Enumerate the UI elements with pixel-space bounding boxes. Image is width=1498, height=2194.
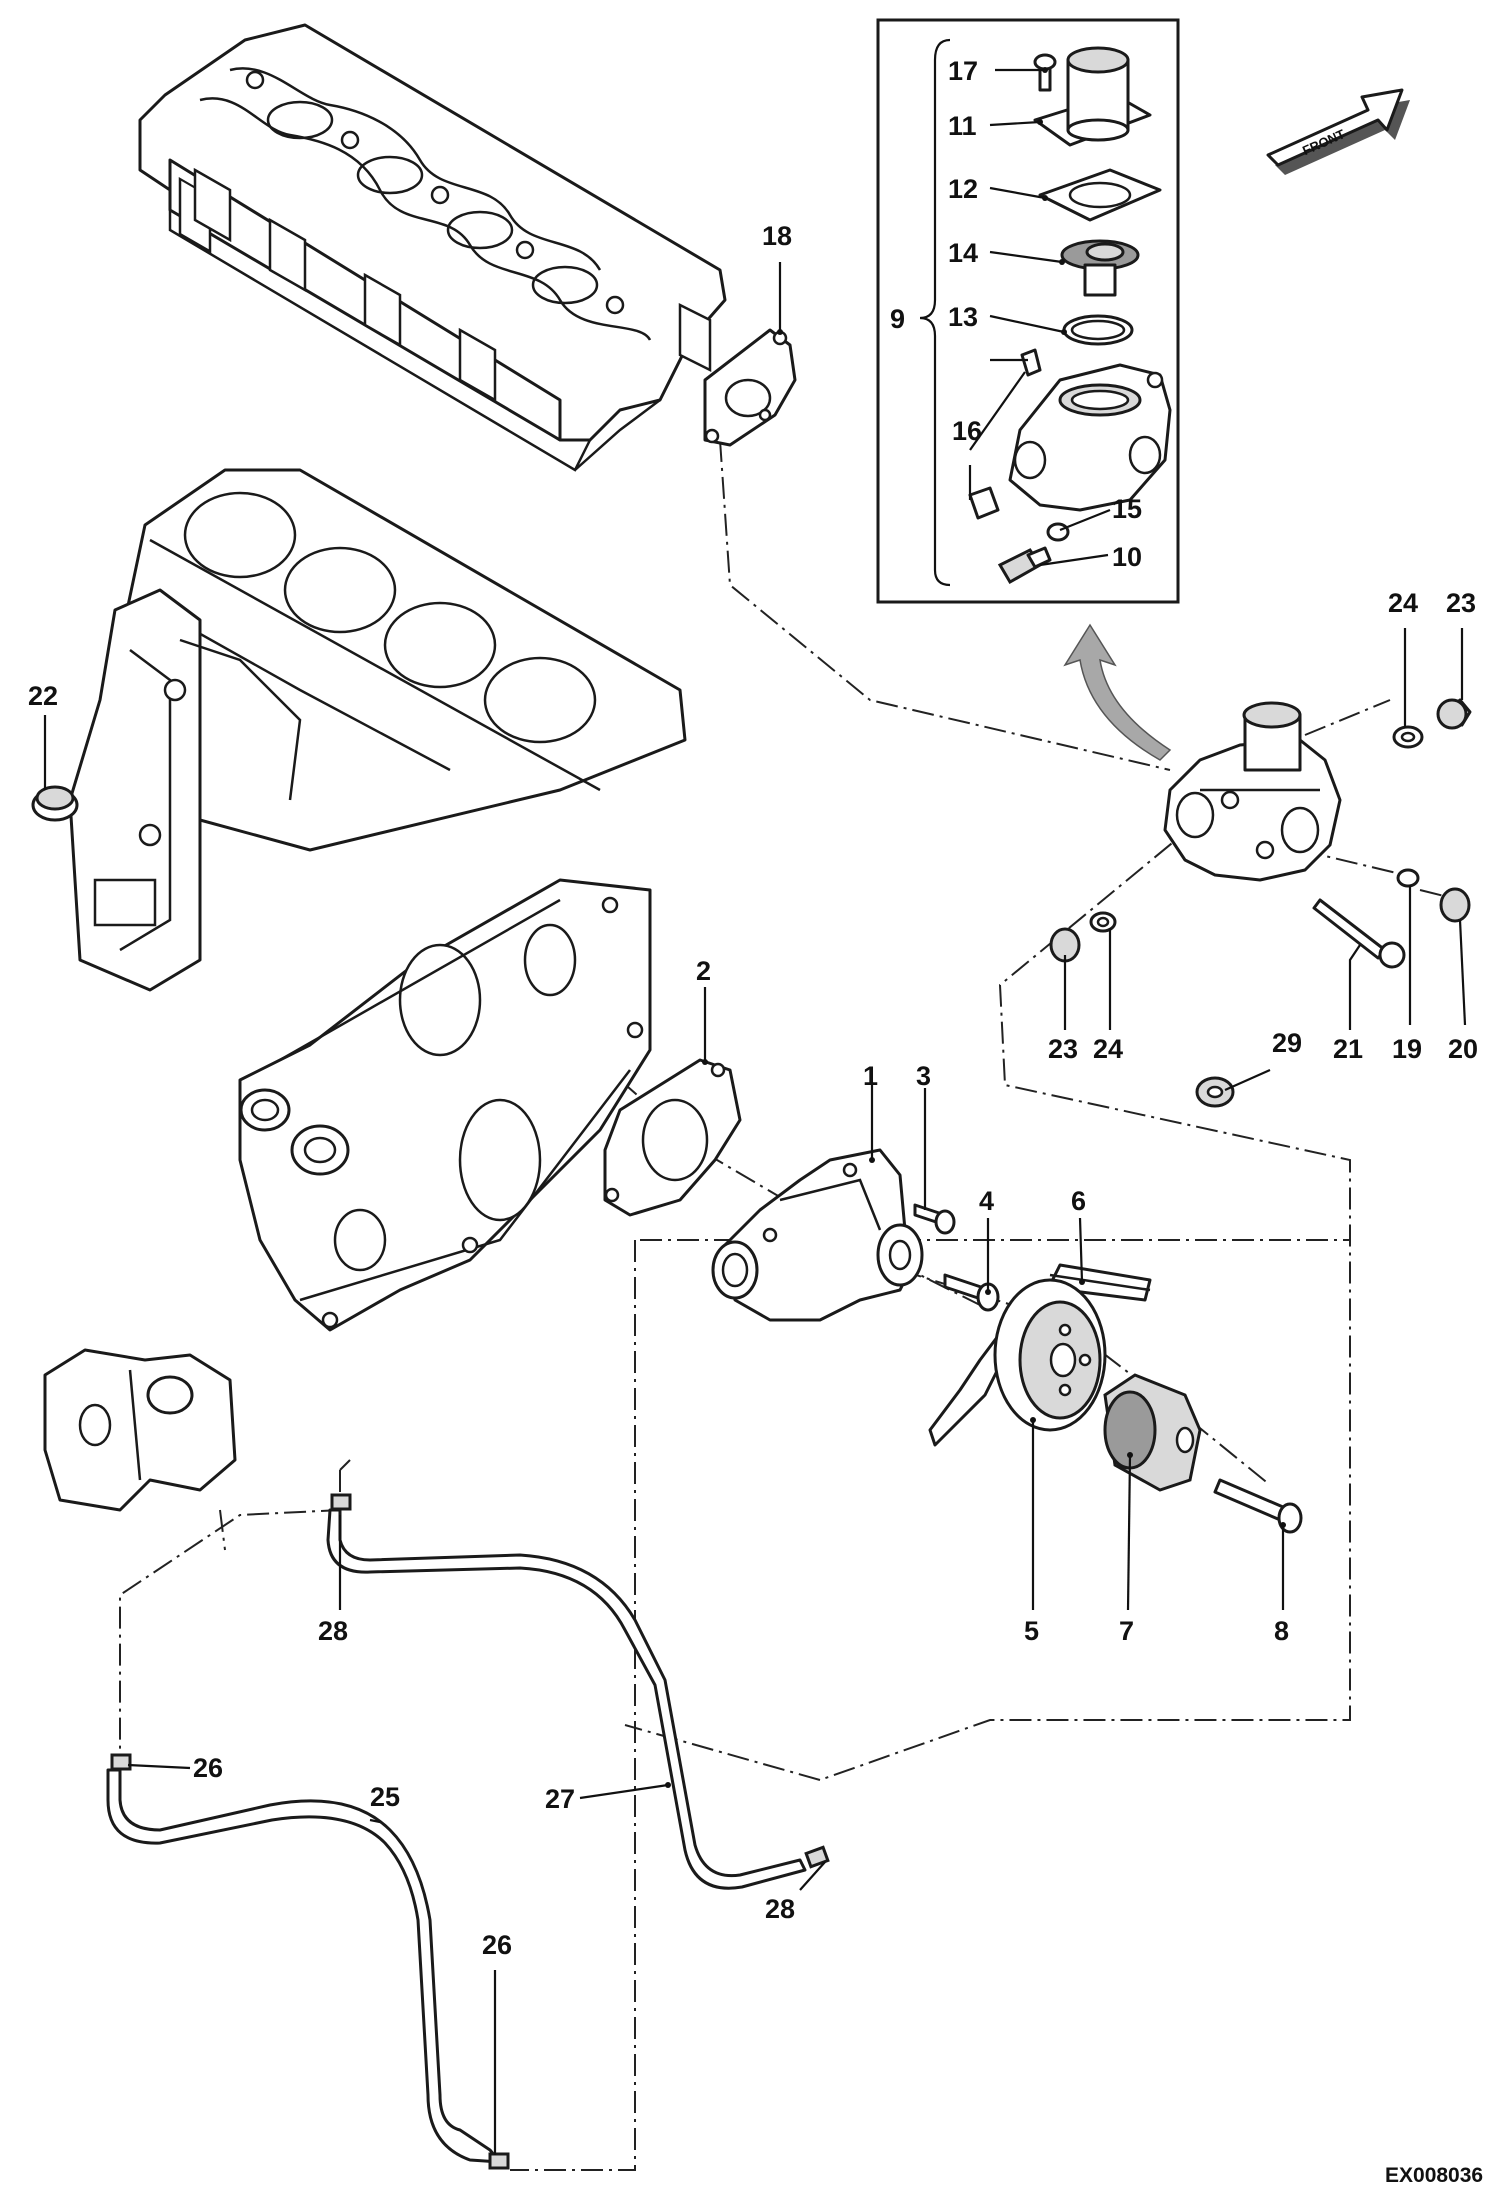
callout-24-top: 24 bbox=[1388, 588, 1418, 618]
gear-case bbox=[238, 878, 652, 1332]
callout-18: 18 bbox=[762, 221, 792, 251]
detail-part-14-thermostat bbox=[1060, 239, 1140, 297]
detail-part-15-washer bbox=[1046, 522, 1070, 542]
callout-9: 9 bbox=[890, 304, 905, 334]
callout-26-bottom: 26 bbox=[482, 1930, 512, 1960]
callout-labels: 17 11 12 14 13 9 16 15 10 18 24 23 22 23… bbox=[28, 56, 1478, 1960]
part-2-gasket bbox=[603, 1058, 742, 1217]
part-28-clamp-a bbox=[330, 1493, 352, 1511]
callout-13: 13 bbox=[948, 302, 978, 332]
leader-dots bbox=[665, 67, 1286, 1788]
callout-23-bottom: 23 bbox=[1048, 1034, 1078, 1064]
part-7-spacer bbox=[1103, 1373, 1202, 1492]
callout-6: 6 bbox=[1071, 1186, 1086, 1216]
part-3-bolt bbox=[913, 1203, 956, 1235]
callout-2: 2 bbox=[696, 956, 711, 986]
callout-1: 1 bbox=[863, 1061, 878, 1091]
detail-part-12-gasket bbox=[1038, 168, 1162, 222]
part-21-bolt bbox=[1312, 898, 1406, 969]
callout-3: 3 bbox=[916, 1061, 931, 1091]
part-24-washer-bottom bbox=[1089, 911, 1117, 933]
detail-part-17-bolt bbox=[1033, 53, 1057, 92]
callout-11: 11 bbox=[948, 111, 977, 141]
callout-28-left: 28 bbox=[318, 1616, 348, 1646]
part-25-pipe bbox=[106, 1768, 502, 2164]
callout-5: 5 bbox=[1024, 1616, 1039, 1646]
part-24-washer-top bbox=[1392, 725, 1424, 749]
callout-16: 16 bbox=[952, 416, 982, 446]
callout-21: 21 bbox=[1333, 1034, 1363, 1064]
part-5-pulley bbox=[993, 1278, 1107, 1432]
front-direction-arrow: FRONT bbox=[1266, 88, 1410, 175]
callout-19: 19 bbox=[1392, 1034, 1422, 1064]
reference-code: EX008036 bbox=[1385, 2164, 1483, 2187]
clamps bbox=[110, 1493, 830, 2170]
cylinder-block bbox=[68, 468, 687, 992]
callout-4: 4 bbox=[979, 1186, 994, 1216]
detail-pointer-arrow bbox=[1063, 623, 1172, 761]
detail-part-11-cover bbox=[1033, 46, 1152, 147]
callout-29: 29 bbox=[1272, 1028, 1302, 1058]
part-26-clamp-a bbox=[110, 1753, 132, 1771]
callout-24-bottom: 24 bbox=[1093, 1034, 1123, 1064]
part-1-water-pump bbox=[711, 1148, 924, 1322]
cylinder-head bbox=[138, 23, 727, 472]
callout-17: 17 bbox=[948, 56, 978, 86]
part-29-seal bbox=[1195, 1076, 1235, 1108]
part-26-clamp-b bbox=[488, 2152, 510, 2170]
pipes bbox=[106, 1508, 807, 2164]
callout-20: 20 bbox=[1448, 1034, 1478, 1064]
callout-26-left: 26 bbox=[193, 1753, 223, 1783]
callout-12: 12 bbox=[948, 174, 978, 204]
detail-part-16-sensor bbox=[968, 348, 1042, 520]
callout-7: 7 bbox=[1119, 1616, 1134, 1646]
callout-8: 8 bbox=[1274, 1616, 1289, 1646]
callout-23-top: 23 bbox=[1446, 588, 1476, 618]
part-22-plug bbox=[31, 785, 79, 822]
callout-10: 10 bbox=[1112, 542, 1142, 572]
oil-pump-accessory bbox=[43, 1348, 237, 1512]
part-19-washer bbox=[1396, 868, 1420, 888]
part-18-cover-gasket bbox=[703, 328, 797, 447]
part-28-clamp-b bbox=[804, 1845, 830, 1869]
callout-28-right: 28 bbox=[765, 1894, 795, 1924]
callout-27: 27 bbox=[545, 1784, 575, 1814]
thermostat-housing-assembly bbox=[1163, 701, 1342, 882]
callout-22: 22 bbox=[28, 681, 58, 711]
leader-lines bbox=[43, 68, 1467, 2155]
detail-part-13-oring bbox=[1062, 314, 1134, 346]
callout-15: 15 bbox=[1112, 494, 1142, 524]
detail-thermostat-housing bbox=[1008, 363, 1172, 512]
callout-14: 14 bbox=[948, 238, 978, 268]
part-8-bolt bbox=[1213, 1478, 1303, 1534]
callout-25: 25 bbox=[370, 1782, 400, 1812]
part-20-plug bbox=[1439, 887, 1471, 923]
part-27-pipe bbox=[326, 1508, 807, 1890]
detail-box bbox=[876, 18, 1180, 604]
part-23-plug-top bbox=[1436, 698, 1472, 730]
